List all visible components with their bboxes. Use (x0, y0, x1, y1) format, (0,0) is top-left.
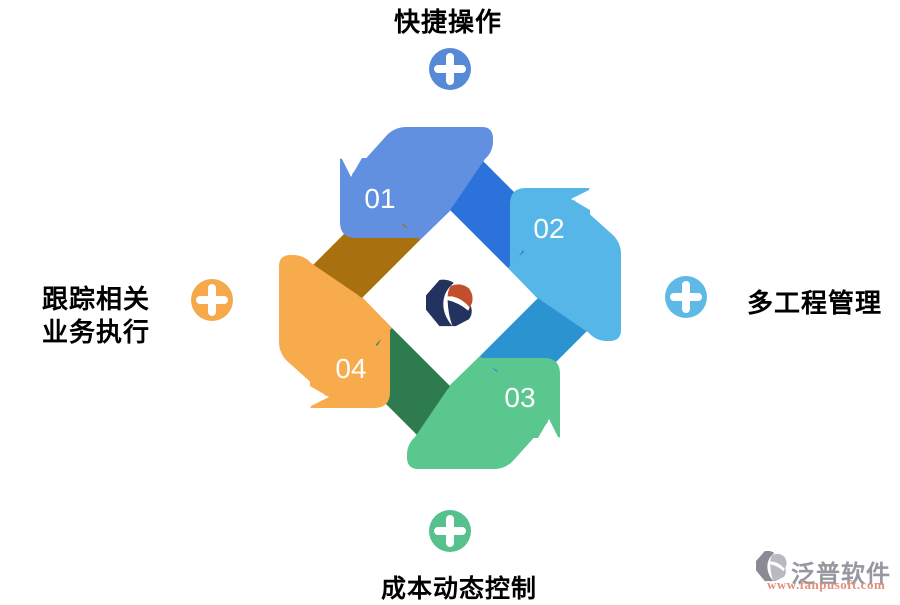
label-multi-project: 多工程管理 (747, 288, 883, 318)
label-track-business: 跟踪相关 业务执行 (42, 283, 150, 349)
watermark-glyph-left (756, 551, 775, 582)
arrow-head-02 (510, 188, 590, 268)
step-number-01: 01 (364, 183, 395, 214)
arrow-heads (310, 158, 590, 438)
arrow-head-03 (480, 358, 560, 438)
arrow-arm-03 (407, 356, 548, 469)
step-number-03: 03 (504, 382, 535, 413)
step-number-04: 04 (335, 353, 366, 384)
arrow-arms (279, 127, 621, 469)
fanpu-logo (426, 279, 473, 327)
watermark-url: www.fanpusoft.com (767, 577, 886, 592)
label-quick-operation: 快捷操作 (393, 7, 503, 37)
plus-icon-right (665, 276, 707, 318)
fanpu-logo-blade (447, 300, 472, 327)
fanpu-logo-left (426, 279, 454, 327)
fanpu-logo-flame (447, 284, 473, 308)
arrow-head-04 (310, 328, 390, 408)
watermark-glyph-blade (770, 564, 786, 582)
watermark-glyph-flame (770, 553, 787, 569)
arrow-head-01 (340, 158, 420, 238)
plus-icon-left (191, 279, 233, 321)
arrow-arm-01 (352, 127, 493, 240)
arrow-arm-02 (508, 200, 621, 341)
step-numbers: 01 02 03 04 (335, 183, 564, 413)
label-cost-control: 成本动态控制 (380, 575, 538, 603)
plus-icon-top (429, 48, 471, 90)
label-track-business-line2: 业务执行 (41, 317, 151, 347)
watermark-logo-icon (756, 551, 787, 582)
arrow-arm-04 (279, 255, 392, 396)
watermark-brand: 泛普软件 (791, 561, 891, 588)
label-track-business-line1: 跟踪相关 (41, 284, 151, 314)
plus-icon-bottom (429, 510, 471, 552)
step-number-02: 02 (533, 213, 564, 244)
